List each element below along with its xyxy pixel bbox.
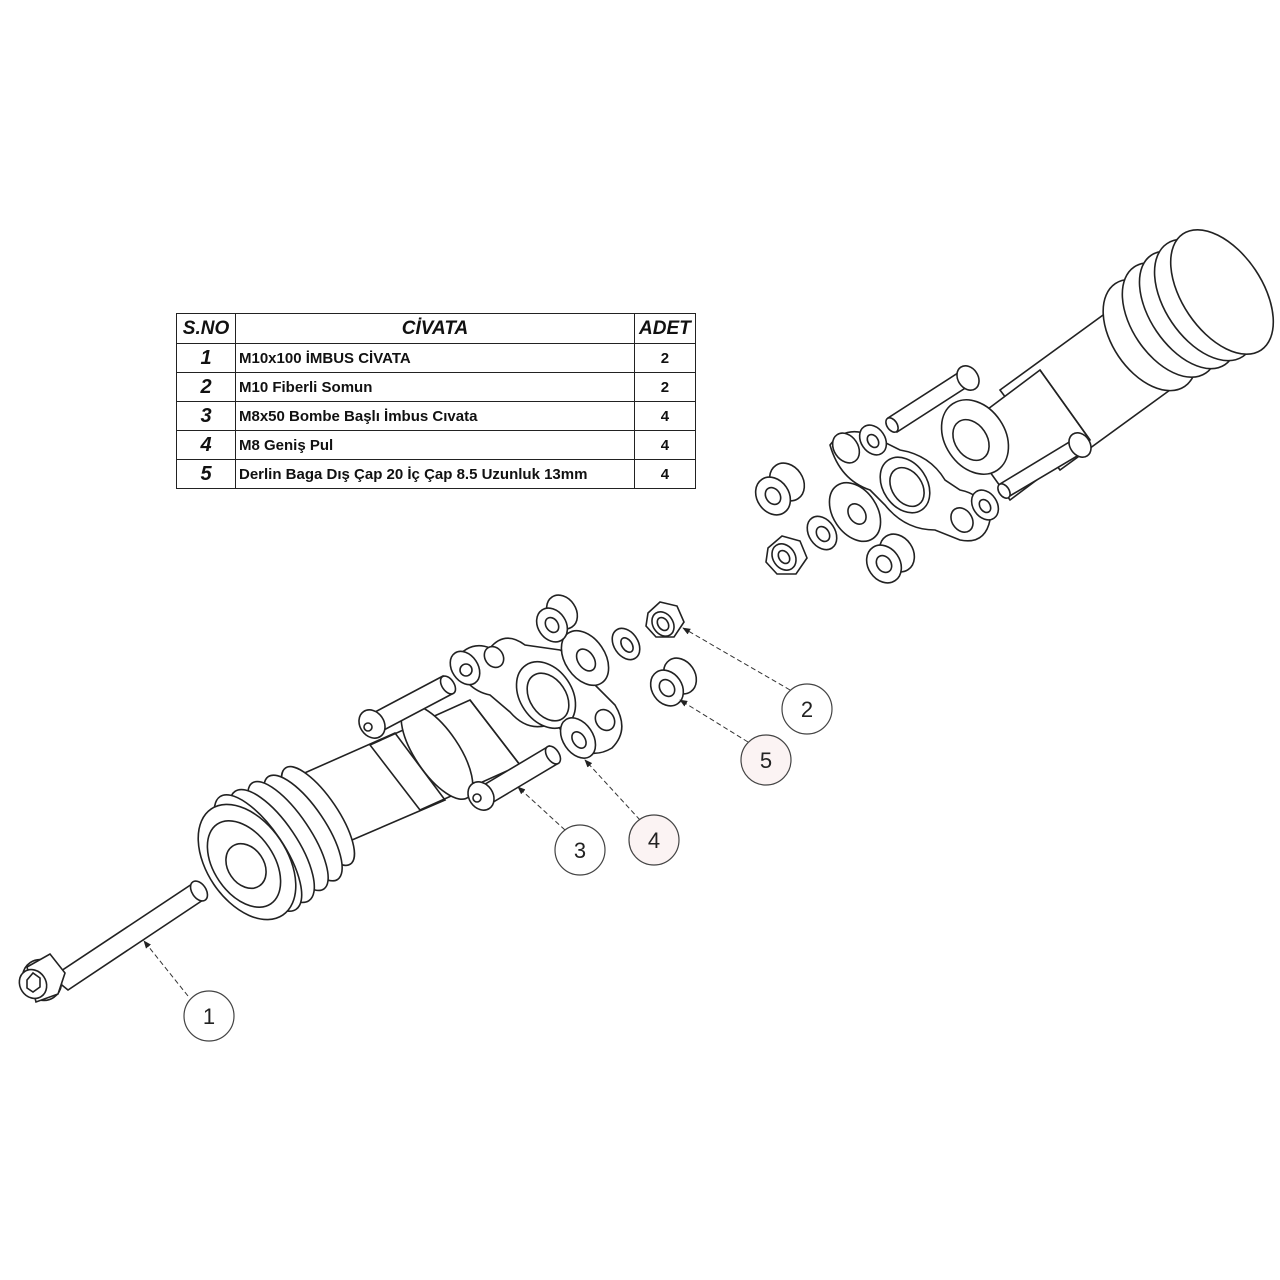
leader-line-1 bbox=[143, 940, 189, 997]
row-number: 2 bbox=[176, 372, 236, 402]
row-quantity: 4 bbox=[634, 430, 696, 460]
nut-lower bbox=[645, 601, 685, 638]
leader-line-5 bbox=[679, 699, 749, 743]
spacer-upper-bottom bbox=[865, 533, 916, 584]
table-row: 1 M10x100 İMBUS CİVATA 2 bbox=[176, 343, 696, 373]
short-bolt-lower-top bbox=[358, 674, 457, 739]
lower-assembly bbox=[18, 594, 698, 1004]
nut-upper bbox=[765, 535, 808, 575]
leader-line-4 bbox=[584, 759, 641, 821]
short-bolt-lower-bottom bbox=[467, 744, 562, 811]
short-bolt-upper-bottom bbox=[997, 432, 1092, 499]
washer-upper-d bbox=[806, 515, 838, 551]
parts-table-header: S.NO CİVATA ADET bbox=[176, 313, 696, 344]
row-part-name: Derlin Baga Dış Çap 20 İç Çap 8.5 Uzunlu… bbox=[235, 459, 635, 489]
balloon-2: 2 bbox=[781, 683, 833, 735]
upper-assembly bbox=[754, 229, 1275, 584]
washer-lower-c bbox=[611, 627, 641, 661]
washer-upper-a bbox=[828, 481, 882, 543]
leader-line-3 bbox=[517, 786, 566, 831]
row-number: 5 bbox=[176, 459, 236, 489]
table-row: 5 Derlin Baga Dış Çap 20 İç Çap 8.5 Uzun… bbox=[176, 459, 696, 489]
header-civata: CİVATA bbox=[235, 313, 635, 344]
leader-lines bbox=[143, 627, 791, 997]
balloon-3-label: 3 bbox=[574, 838, 586, 863]
row-quantity: 4 bbox=[634, 459, 696, 489]
cylinder-body-lower bbox=[197, 699, 522, 921]
balloon-3: 3 bbox=[554, 824, 606, 876]
row-part-name: M10x100 İMBUS CİVATA bbox=[235, 343, 635, 373]
header-sno: S.NO bbox=[176, 313, 236, 344]
balloon-5: 5 bbox=[740, 734, 792, 786]
leader-line-2 bbox=[682, 627, 791, 691]
spacer-lower-top bbox=[535, 594, 579, 643]
balloon-4-label: 4 bbox=[648, 828, 660, 853]
short-bolt-upper-top bbox=[885, 365, 980, 434]
spacer-lower-right bbox=[649, 657, 698, 707]
balloon-1-label: 1 bbox=[203, 1004, 215, 1029]
washer-upper-c bbox=[970, 489, 1000, 521]
washer-lower-a bbox=[560, 629, 610, 687]
washer-upper-b bbox=[858, 424, 888, 456]
balloon-5-label: 5 bbox=[760, 748, 772, 773]
washer-lower-b bbox=[559, 717, 597, 759]
bracket-plate-upper bbox=[829, 430, 991, 542]
callout-balloons: 1 2 3 4 5 bbox=[183, 683, 833, 1042]
table-row: 4 M8 Geniş Pul 4 bbox=[176, 430, 696, 460]
balloon-4: 4 bbox=[628, 814, 680, 866]
long-bolt-lower bbox=[18, 880, 209, 1004]
spacer-upper-left bbox=[754, 462, 806, 516]
parts-table: S.NO CİVATA ADET 1 M10x100 İMBUS CİVATA … bbox=[176, 313, 696, 489]
balloon-1: 1 bbox=[183, 990, 235, 1042]
cylinder-body-upper bbox=[940, 229, 1275, 502]
balloon-2-label: 2 bbox=[801, 697, 813, 722]
row-number: 1 bbox=[176, 343, 236, 373]
row-part-name: M8 Geniş Pul bbox=[235, 430, 635, 460]
row-part-name: M8x50 Bombe Başlı İmbus Cıvata bbox=[235, 401, 635, 431]
